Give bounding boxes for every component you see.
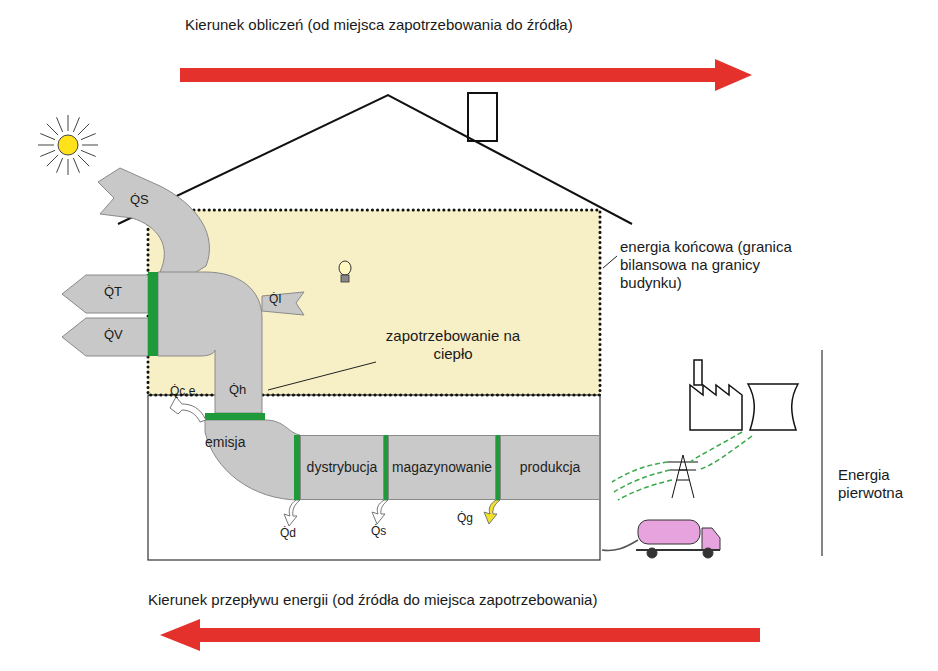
plant-chimney xyxy=(694,360,702,385)
sun-ray xyxy=(57,117,63,132)
node-label: dystrybucja xyxy=(307,459,378,475)
heat-demand-duct xyxy=(158,272,262,413)
plant-hall xyxy=(690,385,742,430)
sun-rays xyxy=(38,115,98,175)
node-label: emisja xyxy=(205,434,245,450)
direction-note: Kierunek przepływu energii (od źródła do… xyxy=(148,591,597,609)
divider-line xyxy=(821,350,822,556)
boundary-note: energia końcowa (granica bilansowa na gr… xyxy=(620,238,795,292)
generation-box: produkcja xyxy=(500,435,600,500)
fuel-hose xyxy=(602,540,638,551)
sun-ray xyxy=(81,134,96,140)
calc-direction-arrow xyxy=(180,59,752,91)
solar-gain-arrow xyxy=(98,168,209,282)
truck-tank xyxy=(638,520,700,544)
power-lines xyxy=(612,432,752,500)
callout-symbol: Q̇s xyxy=(371,524,386,538)
power-line xyxy=(618,480,672,500)
loss-arrows xyxy=(170,397,500,526)
sun-ray xyxy=(57,158,63,173)
emission-joint xyxy=(205,413,265,420)
power-line xyxy=(690,432,742,462)
chimney xyxy=(468,93,497,141)
emission-stage: emisja xyxy=(205,428,296,500)
truck-wheel xyxy=(647,548,657,558)
emission-duct xyxy=(205,420,300,500)
pylon xyxy=(668,455,698,498)
control-loss-arrow xyxy=(170,397,206,422)
boundary-joint xyxy=(148,272,158,356)
building-wall xyxy=(148,395,600,560)
internal-gain-arrow xyxy=(262,292,304,315)
callout-symbol: Q̇V xyxy=(104,327,123,343)
leader-line xyxy=(268,362,376,390)
node-label: magazynowanie xyxy=(392,460,492,476)
truck-cab xyxy=(702,528,720,550)
power-line xyxy=(698,436,752,470)
callout-symbol: Q̇S xyxy=(130,192,149,208)
primary-energy-note: Energia pierwotna xyxy=(838,466,933,502)
sun-ray xyxy=(78,155,89,166)
sun-ray xyxy=(40,150,55,156)
cooling-tower xyxy=(748,384,798,430)
sun-ray xyxy=(68,115,69,131)
callout-symbol: Q̇h xyxy=(229,382,246,398)
callout-symbol: Q̇g xyxy=(457,511,473,525)
power-line xyxy=(614,470,670,492)
sun-ray xyxy=(47,155,58,166)
sun-ray xyxy=(47,124,58,135)
power-plant xyxy=(690,360,798,430)
storage-loss-arrow xyxy=(372,500,388,524)
energy-flow xyxy=(62,168,304,500)
sun-ray xyxy=(82,145,98,146)
bulb-base xyxy=(341,275,349,282)
light-bulb xyxy=(339,261,351,282)
bulb-glass xyxy=(339,261,351,275)
node-label: produkcja xyxy=(520,459,581,475)
distribution-box: dystrybucja xyxy=(300,435,384,500)
sun-ray xyxy=(68,159,69,175)
generation-loss-arrow xyxy=(484,500,500,524)
transmission-loss-arrow xyxy=(62,275,148,313)
sun-ray xyxy=(78,124,89,135)
sun-ray xyxy=(40,134,55,140)
sun-ray xyxy=(38,145,54,146)
ventilation-loss-arrow xyxy=(62,318,148,356)
roof xyxy=(118,95,632,224)
sun-ray xyxy=(73,117,79,132)
sun-ray xyxy=(73,158,79,173)
demand-note: zapotrzebowanie na ciepło xyxy=(378,327,528,363)
callout-symbol: Q̇I xyxy=(269,292,282,306)
callout-symbol: Q̇c,e xyxy=(170,384,195,398)
leader-line xyxy=(603,256,617,268)
direction-note: Kierunek obliczeń (od miejsca zapotrzebo… xyxy=(185,16,573,34)
distribution-loss-arrow xyxy=(284,500,300,526)
callout-symbol: Q̇T xyxy=(104,284,122,300)
callout-symbol: Q̇d xyxy=(280,526,296,540)
storage-box: magazynowanie xyxy=(388,435,496,500)
pylon-frame xyxy=(668,455,698,498)
fuel-truck xyxy=(602,520,720,558)
sun-ray xyxy=(81,150,96,156)
truck-wheel xyxy=(703,548,713,558)
sun xyxy=(58,135,78,155)
flow-direction-arrow xyxy=(160,619,760,651)
